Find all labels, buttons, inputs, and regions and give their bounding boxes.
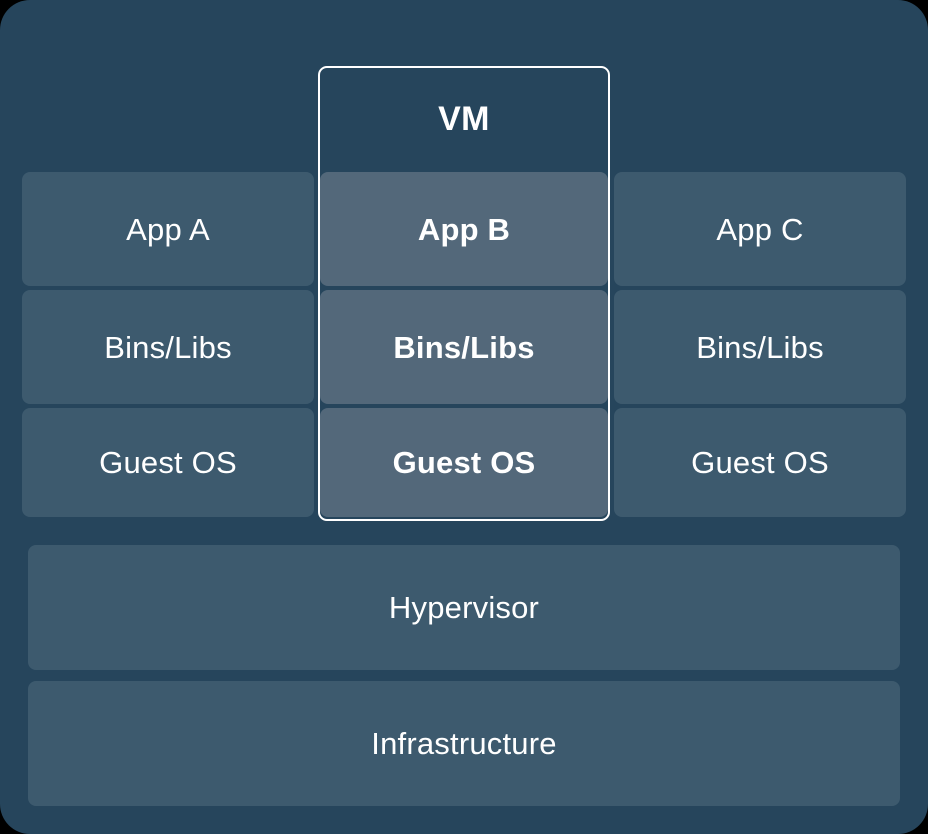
layer-box-app-b[interactable]: App B — [320, 172, 608, 286]
layer-bar-infrastructure[interactable]: Infrastructure — [28, 681, 900, 806]
layer-bar-hypervisor[interactable]: Hypervisor — [28, 545, 900, 670]
layer-box-app-c[interactable]: App C — [614, 172, 906, 286]
layer-box-left-bins-libs[interactable]: Bins/Libs — [22, 290, 314, 404]
layer-box-left-guest-os[interactable]: Guest OS — [22, 408, 314, 517]
layer-box-app-a[interactable]: App A — [22, 172, 314, 286]
layer-box-middle-bins-libs[interactable]: Bins/Libs — [320, 290, 608, 404]
vm-label: VM — [438, 99, 490, 138]
layer-box-right-guest-os[interactable]: Guest OS — [614, 408, 906, 517]
layer-box-middle-guest-os[interactable]: Guest OS — [320, 408, 608, 517]
layer-box-right-bins-libs[interactable]: Bins/Libs — [614, 290, 906, 404]
